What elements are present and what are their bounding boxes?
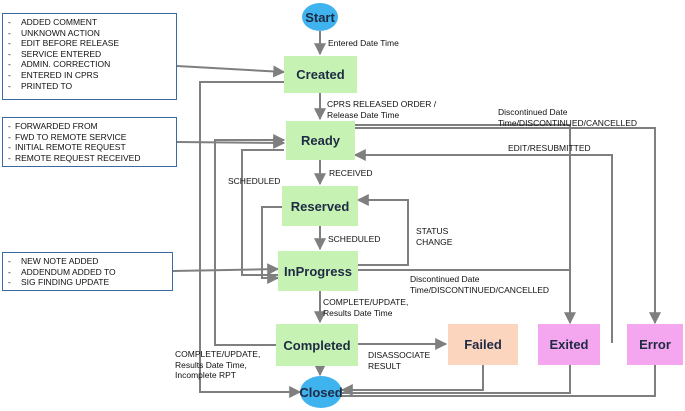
arrow-completed-ready-left [214, 134, 286, 346]
note-ready-actions: -FORWARDED FROM -FWD TO REMOTE SERVICE -… [2, 117, 177, 167]
label-status-change: STATUS CHANGE [416, 226, 453, 247]
reserved-label: Reserved [290, 198, 350, 214]
label-complete-bottom: COMPLETE/UPDATE, Results Date Time, Inco… [175, 349, 261, 380]
exited-state: Exited [538, 324, 600, 365]
note-item: -EDIT BEFORE RELEASE [8, 38, 120, 49]
arrow-ready-inprogress-left [241, 149, 284, 276]
note-item: -ADDENDUM ADDED TO [8, 266, 116, 277]
label-cprs-released: CPRS RELEASED ORDER / Release Date Time [327, 99, 437, 120]
note-item: -PRINTED TO [8, 80, 73, 91]
note-connector-ready [176, 136, 286, 149]
error-label: Error [639, 337, 671, 352]
label-edit-resubmitted: EDIT/RESUBMITTED [508, 143, 591, 153]
label-entered-date-time: Entered Date Time [328, 38, 399, 48]
note-item: -NEW NOTE ADDED [8, 256, 99, 266]
arrow-inprogress-exited [358, 269, 571, 323]
inprogress-state: InProgress [278, 251, 358, 291]
note-item: -INITIAL REMOTE REQUEST [8, 142, 126, 153]
arrow-ready-error [355, 127, 661, 325]
note-item: -UNKNOWN ACTION [8, 27, 100, 38]
note-item: -SERVICE ENTERED [8, 48, 102, 59]
exited-label: Exited [549, 337, 589, 352]
arrow-exited-closed [342, 365, 571, 394]
label-received: RECEIVED [329, 168, 373, 178]
label-disassociate: DISASSOCIATE RESULT [368, 350, 431, 371]
arrow-reserved-inprogress-left [261, 206, 282, 284]
failed-state: Failed [448, 324, 518, 365]
label-scheduled: SCHEDULED [328, 234, 381, 244]
arrow-inprogress-reserved [356, 194, 409, 266]
note-item: -SIG FINDING UPDATE [8, 277, 110, 288]
error-state: Error [627, 324, 683, 365]
ready-state: Ready [286, 121, 355, 160]
failed-label: Failed [464, 337, 502, 352]
start-label: Start [305, 9, 335, 25]
start-node: Start [302, 3, 338, 31]
label-discontinued-top: Discontinued Date Time/DISCONTINUED/CANC… [498, 107, 638, 128]
arrow-ready-exited [355, 124, 576, 325]
note-created-actions: -ADDED COMMENT -UNKNOWN ACTION -EDIT BEF… [2, 13, 177, 100]
arrow-created-closed-left [199, 81, 302, 398]
note-item: -ADMIN. CORRECTION [8, 59, 111, 70]
closed-label: Closed [299, 384, 343, 400]
created-label: Created [296, 67, 345, 82]
ready-label: Ready [300, 133, 341, 148]
arrow-exited-ready [353, 149, 613, 343]
created-state: Created [284, 56, 357, 93]
note-connector-inprogress [172, 263, 280, 276]
arrow-error-closed [342, 365, 656, 397]
note-item: -FWD TO REMOTE SERVICE [8, 131, 127, 142]
label-discontinued-mid: Discontinued Date Time/DISCONTINUED/CANC… [410, 274, 550, 295]
reserved-state: Reserved [282, 186, 358, 226]
label-complete-update: COMPLETE/UPDATE, Results Date Time [323, 297, 409, 318]
note-connector-created [176, 65, 286, 78]
note-item: -ADDED COMMENT [8, 17, 98, 27]
label-scheduled-left: SCHEDULED [228, 176, 281, 186]
note-item: -FORWARDED FROM [8, 121, 98, 131]
inprogress-label: InProgress [284, 263, 352, 279]
arrow-failed-closed [340, 365, 484, 396]
note-item: -ENTERED IN CPRS [8, 69, 99, 80]
note-inprogress-actions: -NEW NOTE ADDED -ADDENDUM ADDED TO -SIG … [2, 252, 173, 291]
completed-label: Completed [283, 337, 351, 353]
completed-state: Completed [276, 324, 358, 366]
note-item: -REMOTE REQUEST RECEIVED [8, 152, 141, 163]
closed-node: Closed [299, 376, 343, 408]
